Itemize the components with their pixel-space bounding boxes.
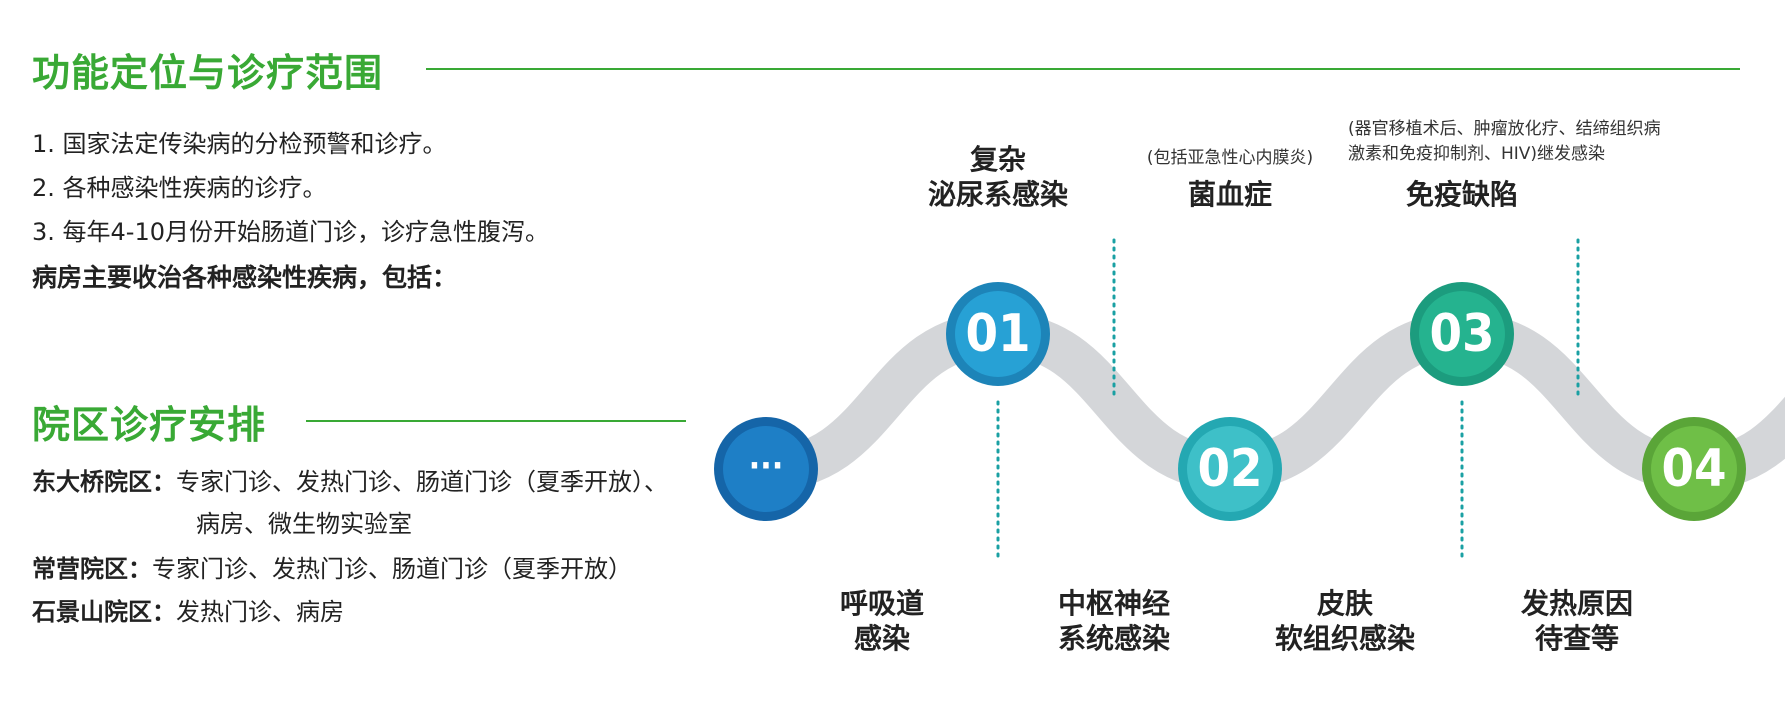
title-divider: [306, 420, 686, 422]
function-list: 1. 国家法定传染病的分检预警和诊疗。 2. 各种感染性疾病的诊疗。 3. 每年…: [32, 122, 549, 300]
chain-node: 01: [946, 282, 1050, 386]
category-line: 免疫缺陷: [1405, 178, 1519, 211]
note-line: (器官移植术后、肿瘤放化疗、结缔组织病: [1348, 119, 1661, 139]
node-label: ···: [749, 446, 784, 486]
ward-summary: 病房主要收治各种感染性疾病，包括：: [32, 263, 458, 292]
campus-shijingshan: 石景山院区：发热门诊、病房: [32, 596, 344, 628]
campus-services-cont: 病房、微生物实验室: [196, 510, 412, 538]
category-line: 软组织感染: [1274, 622, 1416, 655]
category-line: 菌血症: [1187, 178, 1273, 211]
campus-changying: 常营院区：专家门诊、发热门诊、肠道门诊（夏季开放）: [32, 553, 632, 585]
dotted-leaders: [996, 238, 1580, 564]
node-core: [1187, 426, 1273, 512]
chain-nodes: ···01020304050607···: [714, 282, 1746, 521]
note-immunodeficiency: (器官移植术后、肿瘤放化疗、结缔组织病 激素和免疫抑制剂、HIV)继发感染: [1348, 117, 1661, 167]
node-core: [1419, 291, 1505, 377]
campus-name: 石景山院区：: [32, 598, 176, 626]
category-line: 皮肤: [1316, 587, 1374, 620]
chain-node: 03: [1410, 282, 1514, 386]
chain-node: 02: [1178, 417, 1282, 521]
category-respiratory: 呼吸道 感染: [840, 586, 924, 656]
campus-dongdaqiao: 东大桥院区：专家门诊、发热门诊、肠道门诊（夏季开放）、 病房、微生物实验室: [32, 466, 668, 540]
campus-name: 常营院区：: [32, 555, 152, 583]
category-fever: 发热原因 待查等: [1521, 586, 1633, 656]
node-label: 01: [965, 304, 1030, 364]
category-line: 泌尿系感染: [927, 178, 1069, 211]
node-label: 04: [1661, 439, 1726, 499]
node-label: 02: [1197, 439, 1262, 499]
node-core: [1651, 426, 1737, 512]
title-divider: [426, 68, 1740, 70]
category-line: 中枢神经: [1057, 587, 1171, 620]
category-urinary: 复杂 泌尿系感染: [928, 142, 1068, 212]
list-item: 2. 各种感染性疾病的诊疗。: [32, 174, 327, 202]
campus-services: 专家门诊、发热门诊、肠道门诊（夏季开放）: [152, 555, 632, 583]
campus-section-title: 院区诊疗安排: [32, 403, 267, 447]
category-line: 感染: [853, 622, 911, 655]
node-core: [723, 426, 809, 512]
note-line: 激素和免疫抑制剂、HIV)继发感染: [1348, 144, 1606, 164]
node-core: [955, 291, 1041, 377]
category-line: 发热原因: [1520, 587, 1634, 620]
category-bacteremia: 菌血症: [1188, 177, 1272, 212]
category-line: 呼吸道: [839, 587, 925, 620]
campus-name: 东大桥院区：: [32, 468, 176, 496]
node-label: 03: [1429, 304, 1494, 364]
category-line: 系统感染: [1057, 622, 1171, 655]
list-item: 3. 每年4-10月份开始肠道门诊，诊疗急性腹泻。: [32, 218, 549, 246]
category-cns: 中枢神经 系统感染: [1058, 586, 1170, 656]
list-item: 1. 国家法定传染病的分检预警和诊疗。: [32, 130, 447, 158]
campus-services: 专家门诊、发热门诊、肠道门诊（夏季开放）、: [176, 468, 668, 496]
category-skin: 皮肤 软组织感染: [1275, 586, 1415, 656]
chain-node: ···: [714, 417, 818, 521]
campus-services: 发热门诊、病房: [176, 598, 344, 626]
function-section-title: 功能定位与诊疗范围: [32, 51, 384, 95]
category-line: 复杂: [969, 143, 1027, 176]
category-immunodeficiency: 免疫缺陷: [1406, 177, 1518, 212]
category-line: 待查等: [1534, 622, 1620, 655]
note-bacteremia: (包括亚急性心内膜炎): [1146, 148, 1314, 168]
chain-node: 04: [1642, 417, 1746, 521]
